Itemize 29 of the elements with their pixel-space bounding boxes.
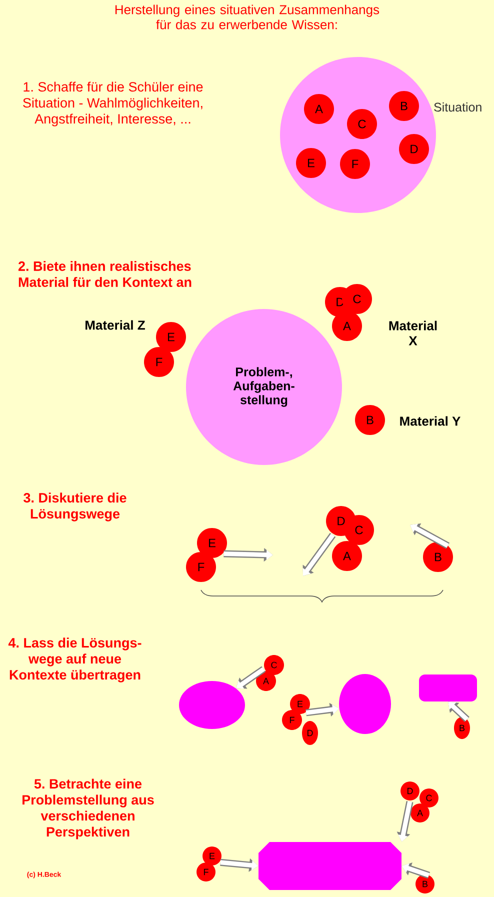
block-arrow: [448, 702, 470, 722]
section-heading: 1. Schaffe für die Schüler eine Situation - Wahlmöglichkeiten, Angstfreiheit, Interesse, ...: [23, 82, 203, 126]
material-label: Material Y: [400, 416, 460, 426]
title: Herstellung eines situativen Zusammenhangs für das zu erwerbende Wissen:: [115, 4, 380, 30]
node-label: E: [208, 538, 216, 548]
material-label: Material X: [389, 320, 437, 346]
node-label: F: [198, 562, 204, 572]
section-heading: 5. Betrachte eine Problemstellung aus verschiedenen Perspektiven: [22, 778, 154, 840]
node-label: A: [263, 678, 269, 684]
node-label: E: [210, 852, 215, 860]
context-ellipse: [339, 674, 391, 734]
node-label: A: [343, 322, 351, 330]
material-label: Material Z: [86, 320, 145, 330]
node-label: E: [298, 700, 303, 708]
context-ellipse: [179, 681, 245, 729]
node-label: C: [353, 294, 361, 304]
context-box: [419, 674, 477, 702]
side-label: Situation: [434, 102, 482, 112]
section-heading: 3. Diskutiere die Lösungswege: [24, 492, 126, 522]
context-octagon: [258, 842, 402, 890]
node-label: D: [338, 516, 345, 526]
block-arrow: [236, 666, 266, 689]
section-heading: 4. Lass die Lösungs- wege auf neue Kontexte übertragen: [8, 638, 142, 682]
block-arrow: [302, 532, 336, 576]
node-label: C: [355, 526, 363, 534]
node-label: F: [290, 716, 294, 724]
node-label: F: [204, 868, 208, 876]
node-label: C: [271, 662, 277, 668]
section-heading: 2. Biete ihnen realistisches Material für den Kontext an: [18, 261, 192, 287]
